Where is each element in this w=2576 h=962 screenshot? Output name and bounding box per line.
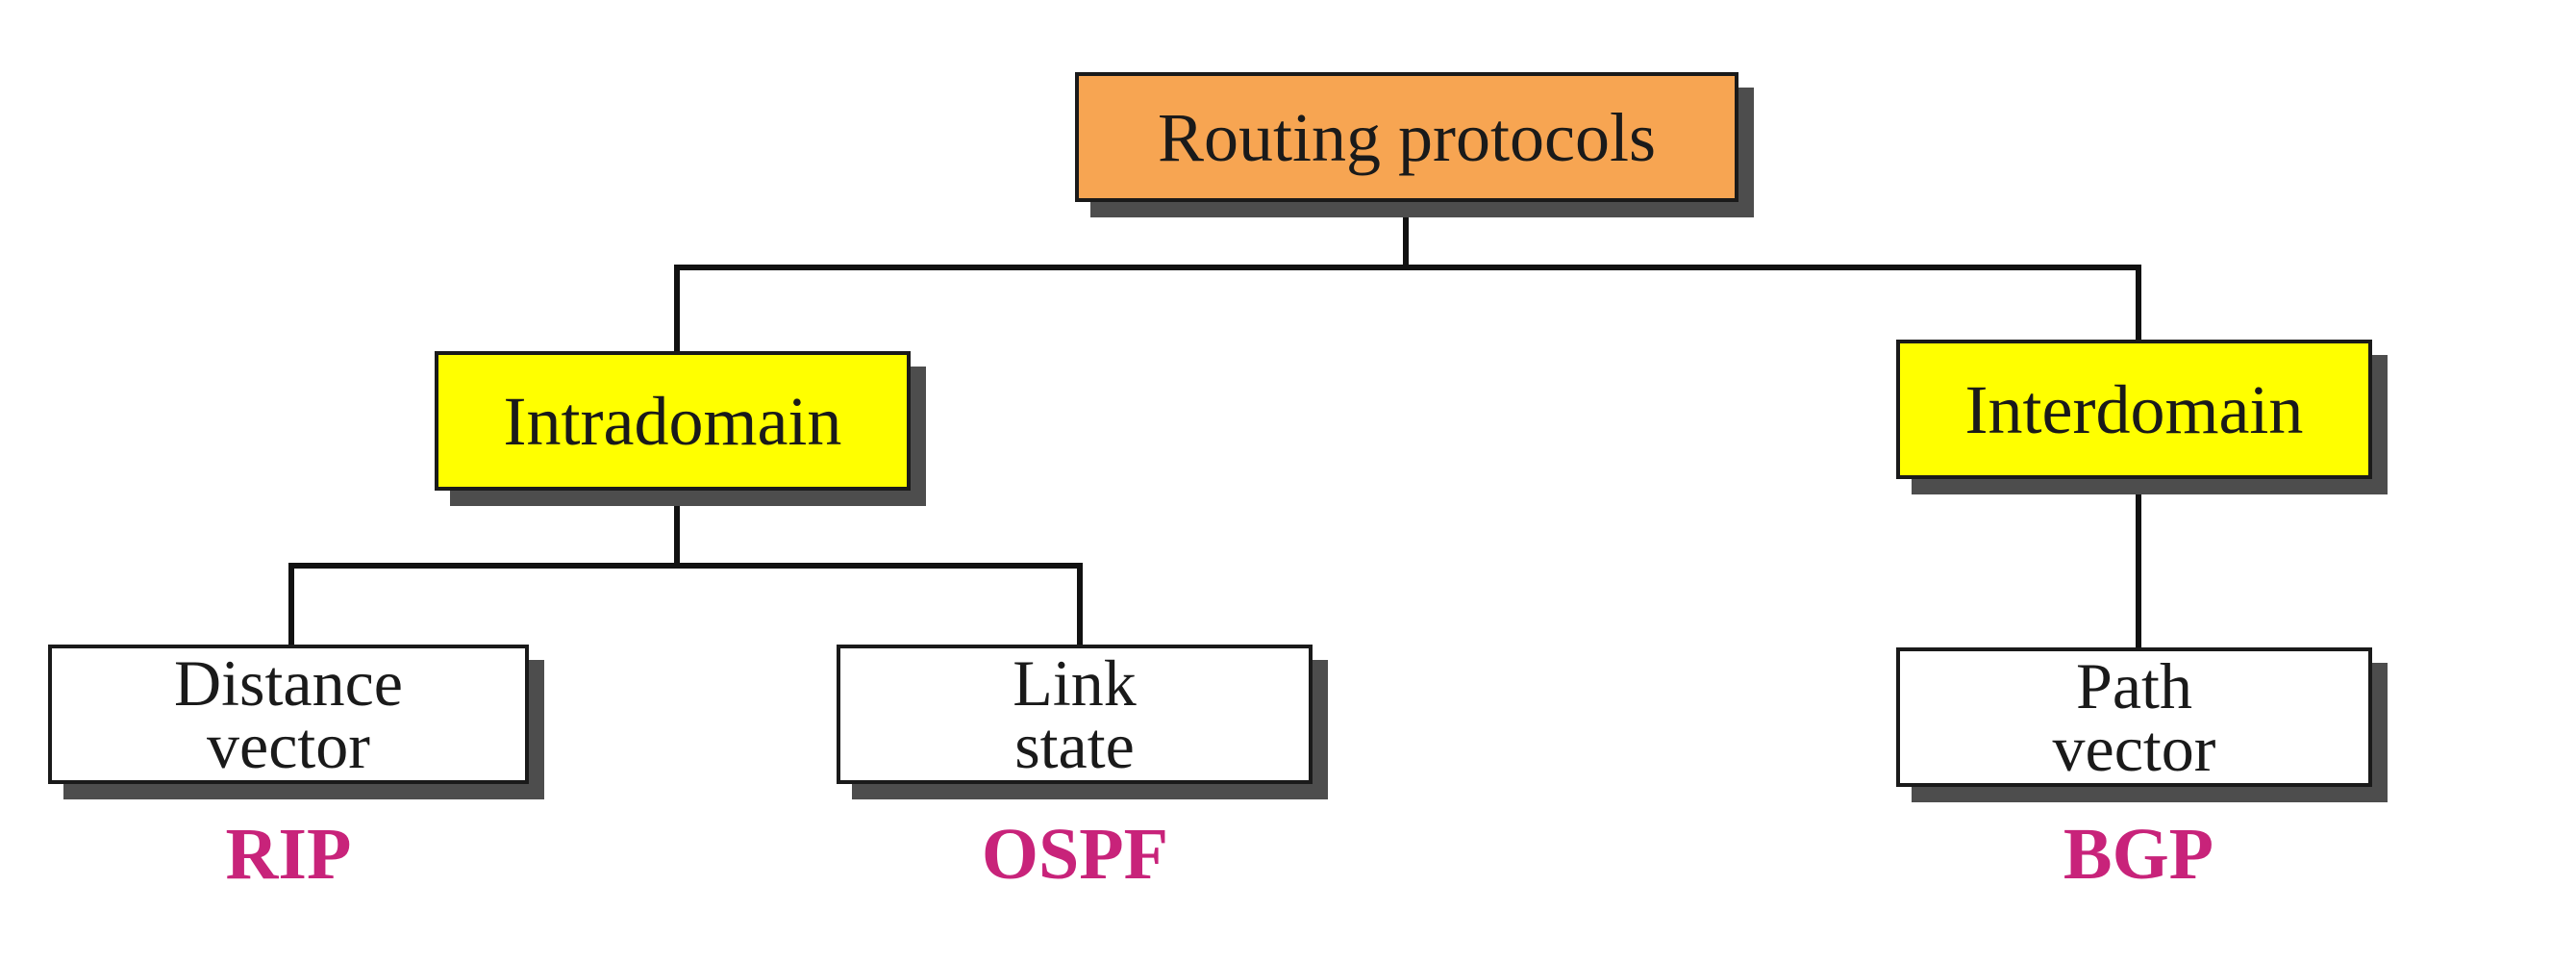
- routing-protocols-label: Routing protocols: [1158, 98, 1656, 176]
- connector-to-link-state: [1077, 563, 1083, 646]
- connector-root-down: [1403, 200, 1409, 267]
- path-vector-node: Path vector: [1896, 647, 2372, 787]
- intradomain-node: Intradomain: [435, 351, 911, 491]
- distance-vector-line2: vector: [207, 708, 370, 782]
- connector-to-distance-vector: [288, 563, 294, 646]
- path-vector-line2: vector: [2052, 711, 2216, 785]
- connector-intradomain-down: [674, 491, 680, 566]
- connector-to-intradomain: [674, 265, 680, 353]
- rip-label: RIP: [225, 814, 352, 895]
- routing-protocols-node: Routing protocols: [1075, 72, 1738, 202]
- link-state-line1: Link: [1013, 646, 1137, 720]
- interdomain-node: Interdomain: [1896, 340, 2372, 479]
- connector-top-horizontal: [674, 265, 2141, 270]
- distance-vector-line1: Distance: [174, 646, 403, 720]
- link-state-node: Link state: [837, 645, 1313, 784]
- connector-to-interdomain: [2136, 265, 2141, 342]
- interdomain-label: Interdomain: [1964, 370, 2304, 448]
- path-vector-line1: Path: [2076, 648, 2192, 722]
- link-state-line2: state: [1014, 708, 1135, 782]
- connector-interdomain-to-path-vector: [2136, 479, 2141, 647]
- connector-intra-horizontal: [288, 563, 1083, 569]
- distance-vector-node: Distance vector: [48, 645, 529, 784]
- intradomain-label: Intradomain: [503, 382, 842, 460]
- ospf-label: OSPF: [981, 814, 1169, 895]
- bgp-label: BGP: [2063, 814, 2214, 895]
